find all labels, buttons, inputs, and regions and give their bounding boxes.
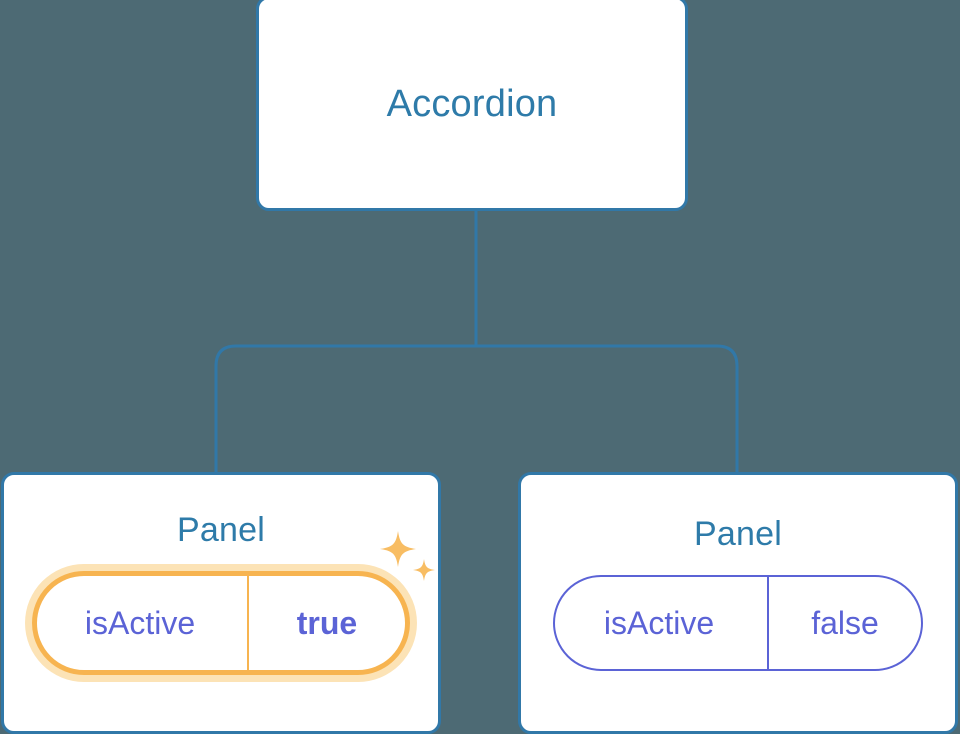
prop-name: isActive xyxy=(603,605,715,641)
edge-to-left-child xyxy=(214,344,476,474)
node-accordion[interactable]: Accordion xyxy=(256,0,688,211)
prop-value: false xyxy=(767,577,921,669)
prop-pill-isactive-false[interactable]: isActive false xyxy=(553,575,923,671)
prop-value: true xyxy=(247,576,405,670)
node-title: Panel xyxy=(177,511,265,549)
edge-to-right-child xyxy=(476,344,739,474)
node-title: Accordion xyxy=(386,82,558,125)
node-panel-left[interactable]: Panel isActive true xyxy=(1,472,441,734)
prop-name: isActive xyxy=(84,605,196,641)
prop-pill-wrapper: isActive true xyxy=(32,531,435,675)
node-title: Panel xyxy=(694,515,782,553)
node-panel-right[interactable]: Panel isActive false xyxy=(518,472,958,734)
prop-pill-wrapper: isActive false xyxy=(553,575,923,671)
prop-pill-isactive-true[interactable]: isActive true xyxy=(32,571,410,675)
